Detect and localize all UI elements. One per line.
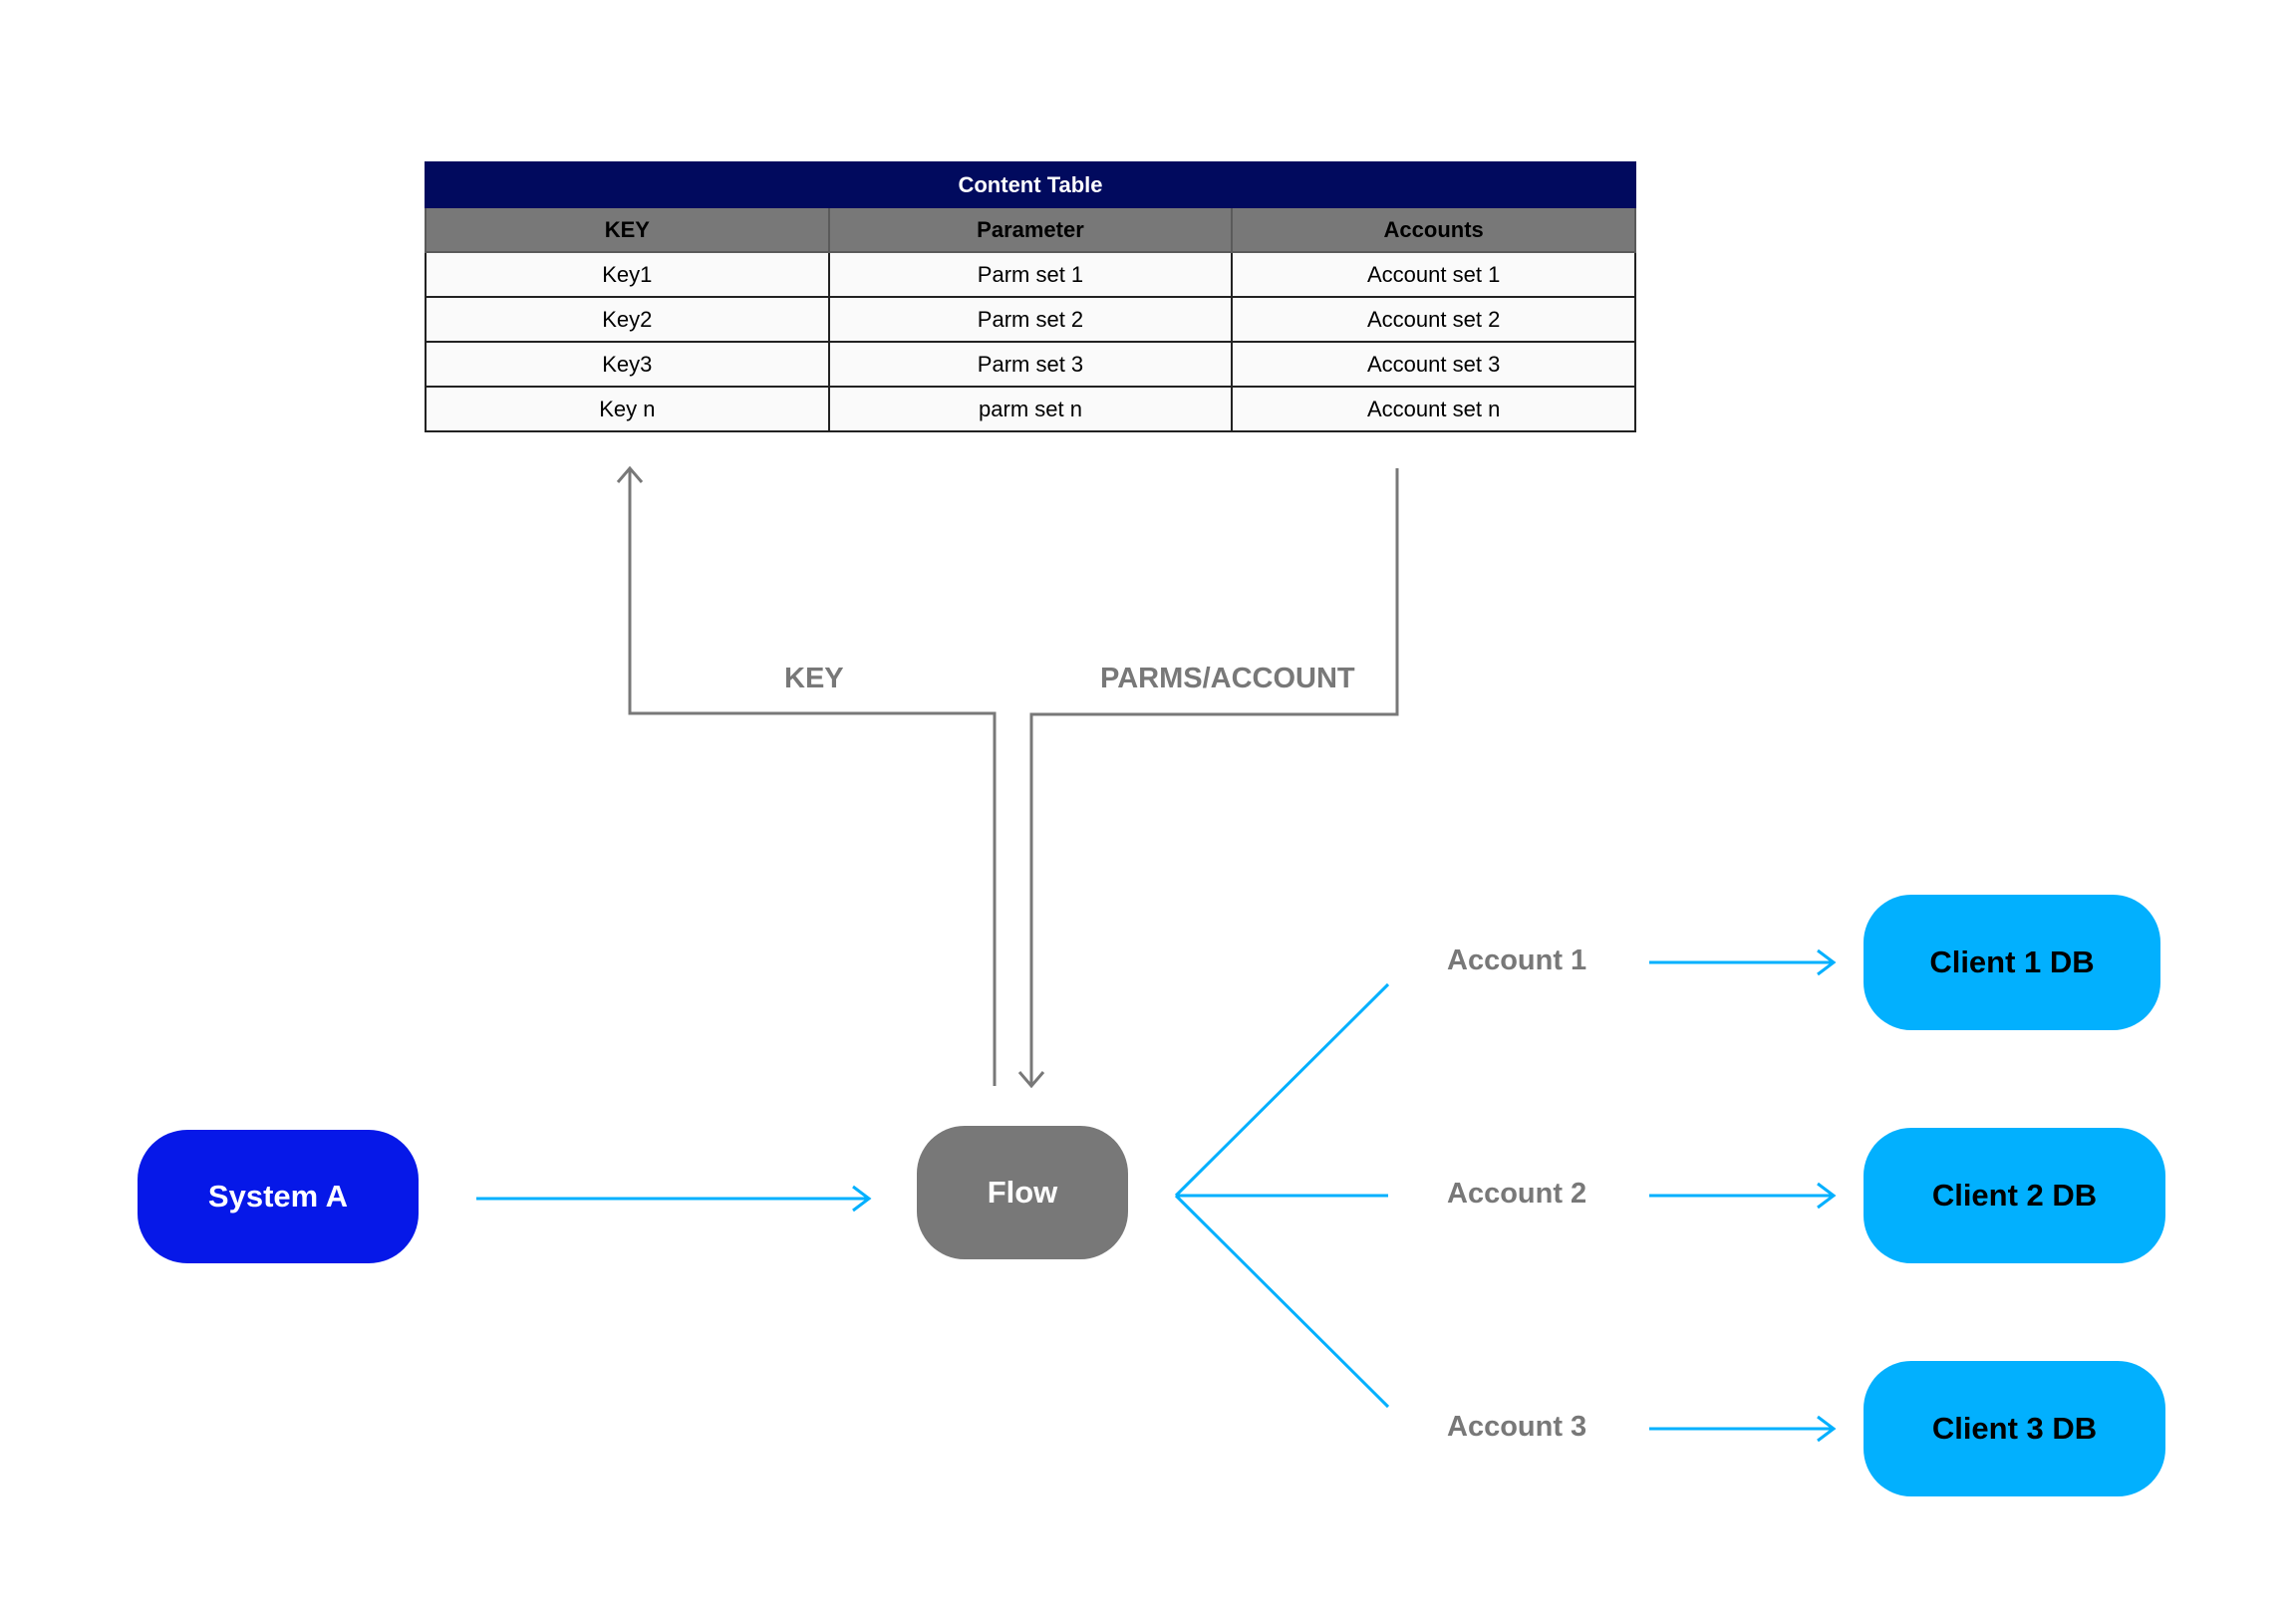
account-2-label: Account 2 bbox=[1447, 1178, 1587, 1210]
table-row: Key n parm set n Account set n bbox=[425, 386, 1636, 432]
table-cell: Parm set 3 bbox=[827, 341, 1234, 388]
account-1-arrowhead bbox=[1817, 948, 1837, 976]
client-1-db-node[interactable]: Client 1 DB bbox=[1864, 895, 2160, 1030]
column-header-accounts: Accounts bbox=[1231, 206, 1636, 253]
system-to-flow-arrowhead bbox=[852, 1185, 872, 1213]
account-2-arrowhead bbox=[1817, 1182, 1837, 1210]
table-cell: Parm set 1 bbox=[827, 251, 1234, 298]
flow-node[interactable]: Flow bbox=[917, 1126, 1128, 1259]
account-3-arrowhead bbox=[1817, 1415, 1837, 1443]
key-connector-label: KEY bbox=[784, 663, 844, 694]
parms-account-connector bbox=[1029, 468, 1399, 1084]
parms-account-arrowhead bbox=[1017, 1071, 1045, 1089]
table-title-row: Content Table bbox=[425, 161, 1636, 208]
table-cell: Account set n bbox=[1231, 386, 1636, 432]
table-cell: Account set 2 bbox=[1231, 296, 1636, 343]
table-cell: Key n bbox=[425, 386, 830, 432]
flow-to-account-1-connector bbox=[1174, 982, 1390, 1198]
table-cell: parm set n bbox=[827, 386, 1234, 432]
table-row: Key2 Parm set 2 Account set 2 bbox=[425, 296, 1636, 343]
key-arrowhead bbox=[616, 465, 644, 483]
table-cell: Key1 bbox=[425, 251, 830, 298]
flow-to-account-3-connector bbox=[1174, 1194, 1390, 1409]
key-connector bbox=[628, 470, 997, 1086]
table-cell: Account set 1 bbox=[1231, 251, 1636, 298]
table-row: Key3 Parm set 3 Account set 3 bbox=[425, 341, 1636, 388]
account-1-label: Account 1 bbox=[1447, 945, 1587, 976]
column-header-key: KEY bbox=[425, 206, 830, 253]
client-2-db-node[interactable]: Client 2 DB bbox=[1864, 1128, 2165, 1263]
table-cell: Parm set 2 bbox=[827, 296, 1234, 343]
parms-account-connector-label: PARMS/ACCOUNT bbox=[1100, 663, 1355, 694]
client-3-db-node[interactable]: Client 3 DB bbox=[1864, 1361, 2165, 1496]
system-a-node[interactable]: System A bbox=[138, 1130, 419, 1263]
table-cell: Key2 bbox=[425, 296, 830, 343]
table-cell: Key3 bbox=[425, 341, 830, 388]
content-table: Content Table KEY Parameter Accounts Key… bbox=[425, 161, 1636, 432]
column-header-parameter: Parameter bbox=[827, 206, 1234, 253]
account-3-label: Account 3 bbox=[1447, 1411, 1587, 1443]
table-header-row: KEY Parameter Accounts bbox=[425, 206, 1636, 253]
table-cell: Account set 3 bbox=[1231, 341, 1636, 388]
table-title: Content Table bbox=[425, 161, 1636, 208]
table-row: Key1 Parm set 1 Account set 1 bbox=[425, 251, 1636, 298]
